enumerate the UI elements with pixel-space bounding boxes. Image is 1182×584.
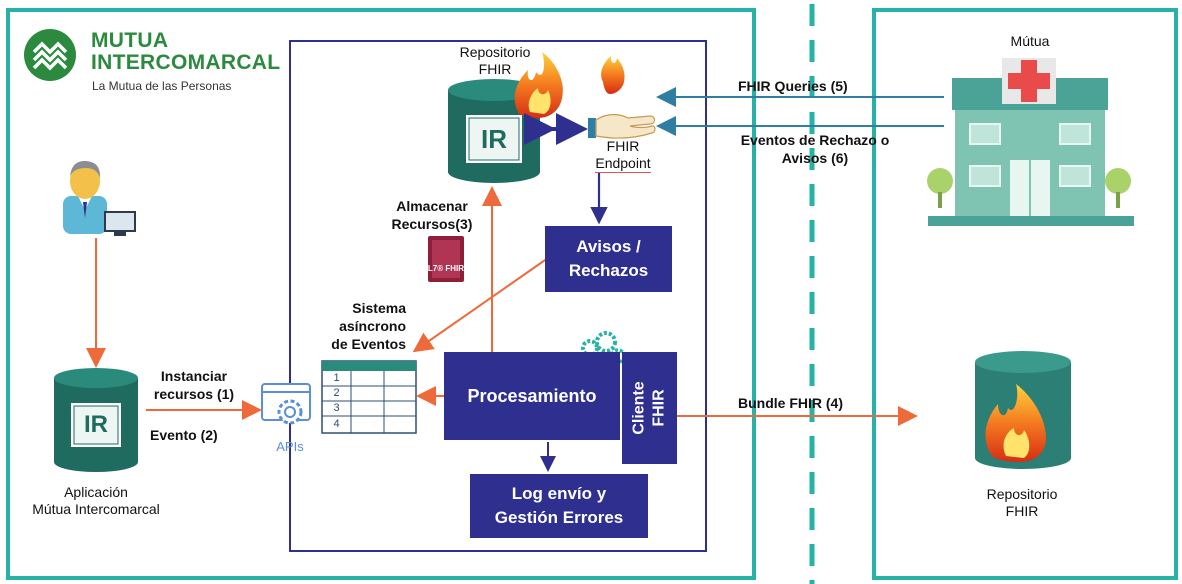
repo-right-line-1: Repositorio xyxy=(986,486,1058,502)
instanciar-label: Instanciar recursos (1) xyxy=(144,367,244,403)
logo-line-1: MUTUA xyxy=(91,29,169,52)
rechazo-line-2: Avisos (6) xyxy=(781,150,849,166)
instanciar-line-2: recursos (1) xyxy=(153,386,235,402)
mutua-title: Mútua xyxy=(1010,33,1050,49)
async-events-system-label: Sistema asíncrono de Eventos xyxy=(306,299,406,353)
logo-line-2: INTERCOMARCAL xyxy=(91,51,281,74)
fhir-endpoint-icon xyxy=(588,56,656,139)
mutua-intercomarcal-frame xyxy=(6,8,756,580)
events-line-1: Sistema xyxy=(352,300,406,316)
hl7-fhir-label: HL7® FHIR® xyxy=(422,264,470,273)
fhir-endpoint-label: FHIR Endpoint xyxy=(580,138,666,173)
app-caption: Aplicación Mútua Intercomarcal xyxy=(10,484,182,518)
fire-icon xyxy=(514,52,563,118)
repo-top-title-line-2: FHIR xyxy=(478,61,512,77)
repo-top-title: Repositorio FHIR xyxy=(440,44,550,78)
repo-db-label: IR xyxy=(481,124,507,154)
rechazo-line-1: Eventos de Rechazo o xyxy=(740,132,890,148)
hospital-building-icon xyxy=(927,58,1134,226)
events-table-row-4: 4 xyxy=(333,418,340,430)
external-repository-fhir-database-icon xyxy=(975,351,1071,469)
log-line-1: Log envío y xyxy=(511,484,607,503)
instanciar-line-1: Instanciar xyxy=(160,368,228,384)
app-caption-line-2: Mútua Intercomarcal xyxy=(32,501,160,517)
events-table-row-2: 2 xyxy=(333,387,340,399)
store-line-1: Almacenar xyxy=(396,198,468,214)
evento-label: Evento (2) xyxy=(150,427,218,443)
cliente-fhir-box: Cliente FHIR xyxy=(622,352,677,464)
procesamiento-label: Procesamiento xyxy=(467,385,597,406)
user-at-computer-icon xyxy=(63,160,136,236)
log-errores-box: Log envío y Gestión Errores xyxy=(470,474,648,538)
mutua-frame xyxy=(872,8,1178,580)
app-caption-line-1: Aplicación xyxy=(64,484,128,500)
events-line-2: asíncrono xyxy=(339,318,406,334)
avisos-to-events-arrow xyxy=(412,257,549,353)
fhir-queries-label: FHIR Queries (5) xyxy=(738,78,848,94)
apis-gear-window-icon xyxy=(261,383,311,425)
rechazo-avisos-label: Eventos de Rechazo o Avisos (6) xyxy=(720,131,910,167)
endpoint-line-1: FHIR xyxy=(606,138,640,154)
app-db-label: IR xyxy=(84,411,108,438)
external-repository-caption: Repositorio FHIR xyxy=(970,486,1074,520)
avisos-rechazos-box: Avisos / Rechazos xyxy=(545,226,672,292)
events-table-row-1: 1 xyxy=(333,372,340,384)
avisos-line-2: Rechazos xyxy=(568,261,649,280)
cliente-line-2: FHIR xyxy=(650,389,668,427)
application-database-icon xyxy=(54,368,138,472)
logo-tagline: La Mutua de las Personas xyxy=(92,79,232,93)
procesamiento-box: Procesamiento xyxy=(444,352,620,440)
async-events-table-icon xyxy=(321,360,417,434)
store-line-2: Recursos(3) xyxy=(391,216,473,232)
hl7-fhir-document-icon xyxy=(428,236,464,282)
events-line-3: de Eventos xyxy=(331,336,406,352)
repo-right-line-2: FHIR xyxy=(1005,503,1039,519)
endpoint-line-2: Endpoint xyxy=(595,155,651,173)
bundle-fhir-label: Bundle FHIR (4) xyxy=(738,395,843,411)
processing-system-frame xyxy=(289,40,707,552)
repo-top-title-line-1: Repositorio xyxy=(459,44,531,60)
logo-wordmark: MUTUA INTERCOMARCAL xyxy=(91,30,280,74)
apis-label: APIs xyxy=(276,439,304,454)
logo-icon xyxy=(24,29,76,81)
events-table-row-3: 3 xyxy=(333,402,340,414)
avisos-line-1: Avisos / xyxy=(576,237,641,256)
log-line-2: Gestión Errores xyxy=(494,508,624,527)
store-resources-label: Almacenar Recursos(3) xyxy=(372,197,492,233)
cliente-line-1: Cliente xyxy=(630,381,648,435)
repository-fhir-database-icon xyxy=(448,79,540,183)
